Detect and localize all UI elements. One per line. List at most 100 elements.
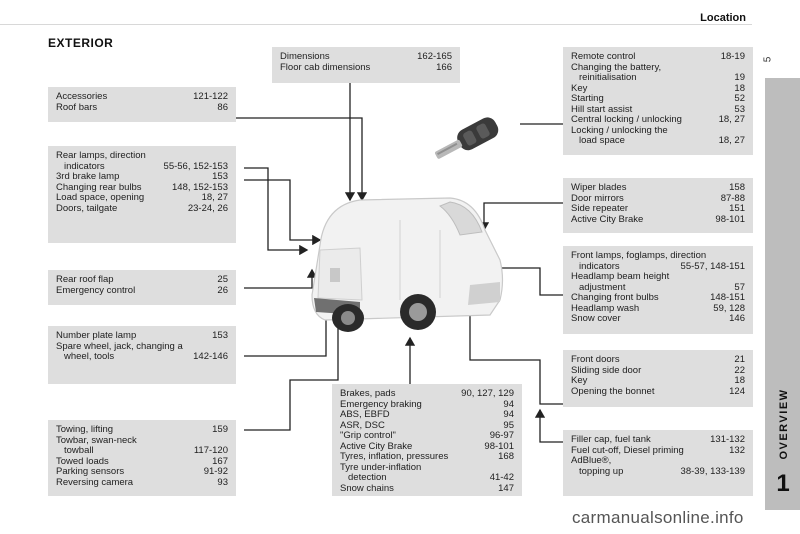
key-fob-illustration [420,100,520,170]
index-pages: 55-57, 148-151 [680,260,745,272]
index-pages: 142-146 [193,351,228,362]
index-topic: Doors, tailgate [56,202,118,214]
connector-wiper [478,202,565,232]
index-pages: 59, 128 [713,302,745,314]
index-pages: 21 [734,354,745,365]
index-pages: 23-24, 26 [187,202,228,214]
index-topic: Changing rear bulbs [56,181,142,193]
index-topic: Key [571,82,588,94]
index-pages: 166 [436,61,452,73]
index-topic: Dimensions [280,51,330,62]
index-row: Load space, opening 18, 27 [56,192,228,204]
index-topic: Towed loads [56,455,109,467]
connector-rear-roof [244,268,318,289]
index-topic: Load space, opening [56,192,145,203]
index-row: Towed loads 167 [56,455,228,468]
index-pages: 167 [212,455,228,467]
index-topic: Headlamp beam height [571,271,670,282]
index-topic: load space [579,135,625,146]
index-row: Headlamp beam height [571,271,745,283]
index-topic: Parking sensors [56,466,125,477]
index-pages: 132 [729,444,745,456]
index-topic: "Grip control" [340,430,396,441]
index-topic: Emergency control [56,284,136,296]
section-heading: Location [700,12,746,24]
index-topic: ABS, EBFD [340,409,390,420]
index-pages: 86 [217,101,228,113]
index-row: Front lamps, foglamps, direction [571,250,745,262]
index-pages: 153 [212,171,228,182]
index-topic: indicators [579,260,620,272]
index-topic: Changing front bulbs [571,292,659,303]
index-topic: Reversing camera [56,476,134,488]
index-pages: 93 [217,476,228,488]
watermark-text: carmanualsonline.info [572,508,744,527]
index-row: Tyre under-inflation [340,462,514,474]
index-topic: Active City Brake [340,440,413,452]
index-pages: 146 [729,313,745,324]
page-title: EXTERIOR [48,36,114,50]
index-row: Opening the bonnet 124 [571,385,745,398]
index-topic: Opening the bonnet [571,385,655,397]
index-row: Rear lamps, direction [56,150,228,162]
index-topic: ASR, DSC [340,419,385,431]
index-row: indicators 55-57, 148-151 [571,260,745,273]
index-pages: 18, 27 [201,192,228,203]
index-topic: Side repeater [571,203,629,214]
index-pages: 117-120 [193,445,228,456]
index-row: Dimensions 162-165 [280,51,452,63]
header-rule [0,24,752,25]
connector-rear-lamps-2 [244,179,322,246]
index-pages: 147 [498,482,514,494]
connector-rear-lamps-1 [244,167,309,256]
index-pages: 131-132 [710,434,745,445]
index-pages: 18-19 [720,51,745,62]
index-topic: adjustment [579,281,626,293]
index-topic: Filler cap, fuel tank [571,434,651,445]
index-topic: Brakes, pads [340,388,396,399]
index-pages: 124 [729,385,745,397]
index-topic: Door mirrors [571,192,624,204]
index-pages: 159 [212,424,228,435]
index-topic: detection [348,472,387,483]
index-topic: Emergency braking [340,398,422,410]
index-pages: 98-101 [484,440,514,452]
index-pages: 18, 27 [718,114,745,125]
index-row: Spare wheel, jack, changing a [56,341,228,353]
index-pages: 162-165 [417,51,452,62]
index-pages: 158 [729,182,745,193]
index-row: Doors, tailgate 23-24, 26 [56,202,228,215]
index-topic: reinitialisation [579,72,637,83]
index-topic: wheel, tools [64,351,115,362]
index-topic: Front lamps, foglamps, direction [571,250,707,261]
